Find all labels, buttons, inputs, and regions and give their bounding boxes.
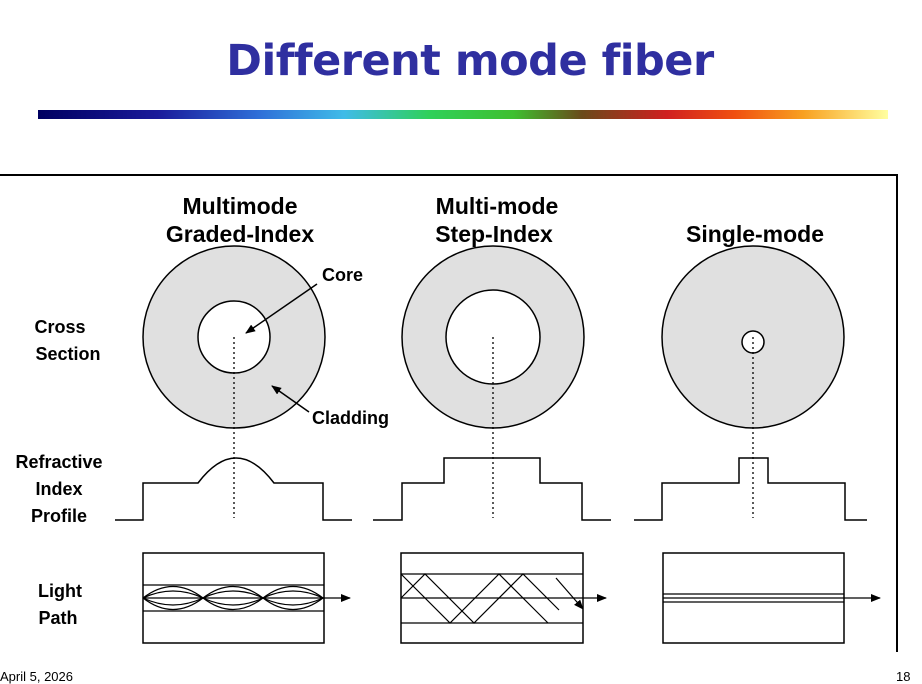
page-number: 18 <box>896 669 911 684</box>
index-profile-step <box>373 457 611 521</box>
row-label-profile: Profile <box>31 506 87 526</box>
light-path-graded <box>142 552 351 644</box>
cladding-callout-label: Cladding <box>312 408 389 428</box>
row-label-light: Light <box>38 581 82 601</box>
cladding-callout-arrow <box>271 385 310 413</box>
slide-title: Different mode fiber <box>226 36 714 86</box>
light-path-step <box>400 552 607 644</box>
column-title-step-line1: Multi-mode <box>436 193 559 219</box>
light-path-single <box>662 552 881 644</box>
row-label-refractive: Refractive <box>15 452 102 472</box>
core-callout-label: Core <box>322 265 363 285</box>
column-title-graded-line1: Multimode <box>183 193 298 219</box>
core-callout-arrow <box>245 283 318 334</box>
column-title-graded-line2: Graded-Index <box>166 221 314 247</box>
row-label-index: Index <box>35 479 82 499</box>
fiber-mode-diagram: Multimode Graded-Index Multi-mode Step-I… <box>0 174 898 652</box>
row-label-section: Section <box>35 344 100 364</box>
footer-date: April 5, 2026 <box>0 669 73 684</box>
index-profile-single <box>634 457 867 521</box>
row-label-path: Path <box>38 608 77 628</box>
column-title-single: Single-mode <box>686 221 824 247</box>
index-profile-graded <box>115 457 352 521</box>
title-underline-gradient <box>38 110 888 119</box>
row-label-cross: Cross <box>34 317 85 337</box>
column-title-step-line2: Step-Index <box>435 221 553 247</box>
